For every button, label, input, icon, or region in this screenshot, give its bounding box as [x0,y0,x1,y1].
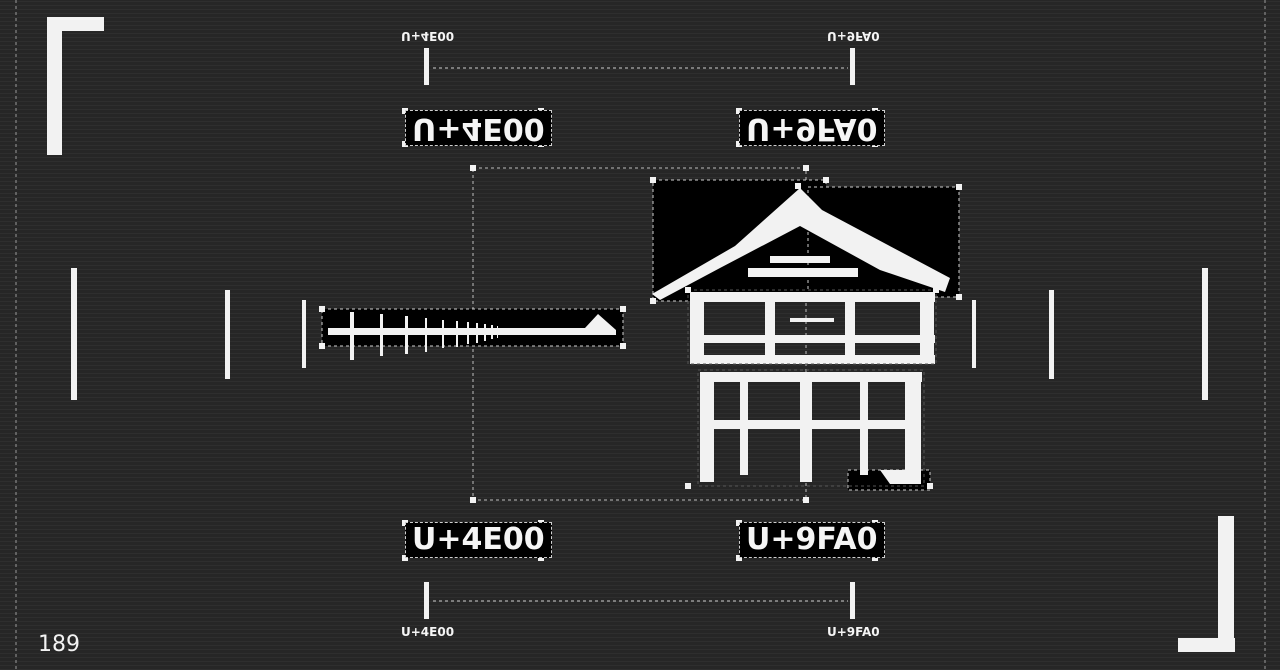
top-small-label-start: U+4E00 [401,29,455,43]
glyph-right-guides [687,289,937,487]
bottom-large-label-end: U+9FA0 [739,522,885,558]
side-bar-right-3 [972,300,976,368]
bottom-dimension-tick-left [424,582,429,619]
top-small-label-end: U+9FA0 [827,29,880,43]
side-bar-right-2 [1049,290,1054,379]
side-bar-left-1 [71,268,77,400]
bottom-large-label-start: U+4E00 [405,522,552,558]
bottom-dimension-tick-right [850,582,855,619]
glyph-left-stroke [328,314,616,335]
bottom-small-label-end: U+9FA0 [827,625,880,639]
side-bar-left-2 [225,290,230,379]
glyph-left-panel [321,308,624,347]
bottom-right-bracket-vertical [1218,516,1234,652]
side-bar-right-1 [1202,268,1208,400]
top-large-label-end: U+9FA0 [739,110,885,146]
top-large-label-start: U+4E00 [405,110,552,146]
glyph-left-stroke-ticks [350,312,498,360]
side-bar-left-3 [302,300,306,368]
glyph-right-shape [652,188,950,484]
bottom-small-label-start: U+4E00 [401,625,455,639]
top-dimension-tick-left [424,48,429,85]
page-number: 189 [38,632,80,657]
top-dimension-tick-right [850,48,855,85]
top-left-bracket-vertical [47,17,62,155]
